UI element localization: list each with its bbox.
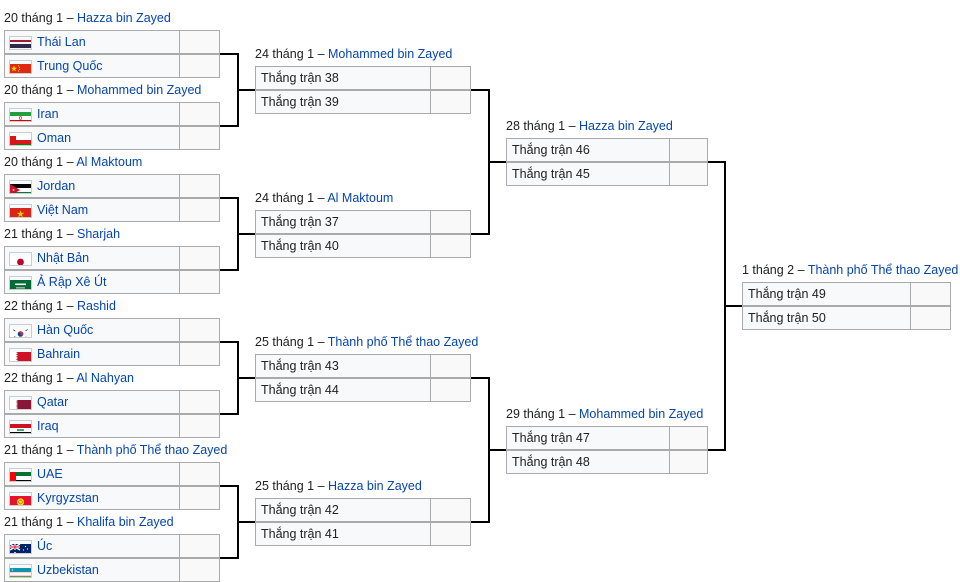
connector-r16-3 — [220, 486, 255, 558]
connector-r16-1 — [220, 198, 255, 270]
connector-sf-0 — [708, 162, 742, 450]
connector-r16-2 — [220, 342, 255, 414]
connector-qf-1 — [471, 378, 506, 522]
connector-qf-0 — [471, 90, 506, 234]
connector-r16-0 — [220, 54, 255, 126]
